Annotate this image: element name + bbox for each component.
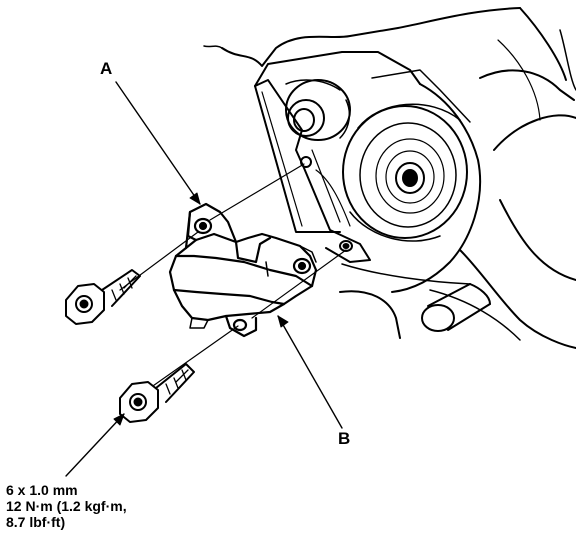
bracket-bolt-holes — [339, 240, 353, 252]
sensor-bracket-part — [168, 202, 318, 338]
engine-boss — [421, 283, 491, 332]
bolt-spec-text: 6 x 1.0 mm 12 N·m (1.2 kgf·m, 8.7 lbf·ft… — [6, 482, 127, 530]
bolt-lower — [119, 363, 195, 423]
leader-arrow-a — [115, 81, 201, 205]
leader-arrow-bolt — [65, 413, 125, 477]
torque-spec-lbf: 8.7 lbf·ft) — [6, 514, 66, 530]
callout-label-a: A — [100, 59, 113, 78]
tensioner-pulley-large — [342, 69, 471, 242]
bolt-size-spec: 6 x 1.0 mm — [6, 482, 78, 498]
leader-arrow-b — [277, 315, 343, 429]
idler-pulley-small — [285, 79, 351, 168]
bolt-upper — [65, 269, 141, 325]
engine-block — [203, 7, 576, 349]
torque-spec-nm: 12 N·m (1.2 kgf·m, — [6, 498, 127, 514]
callout-label-b: B — [338, 429, 351, 448]
alignment-guides — [119, 163, 347, 389]
mounting-bracket — [254, 79, 371, 263]
